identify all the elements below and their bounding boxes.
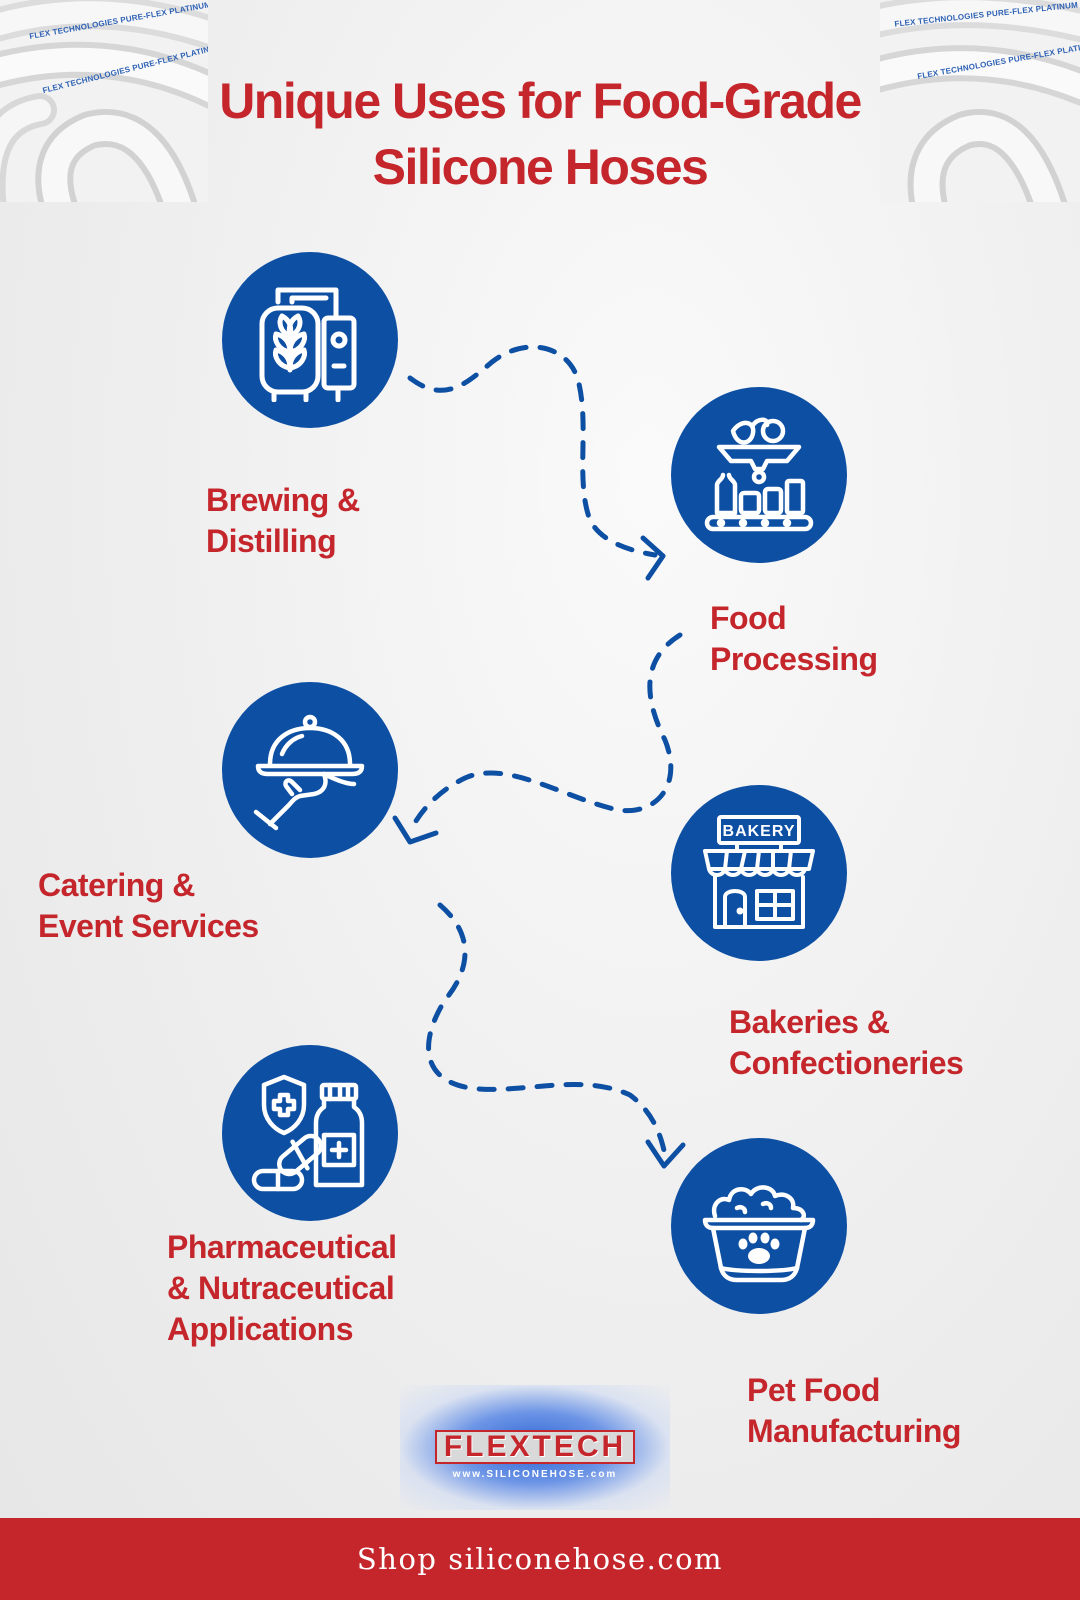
hose-coil-icon (0, 0, 208, 202)
use-label-line: Pet Food (747, 1372, 880, 1408)
food-processing-conveyor-icon (704, 417, 814, 532)
cloche-tray-icon (253, 714, 365, 831)
use-label-line: Manufacturing (747, 1413, 961, 1449)
bakery-sign-text: BAKERY (723, 823, 796, 840)
use-label-food-processing: Food Processing (710, 598, 878, 680)
use-icon-circle-bakery: BAKERY (671, 785, 847, 961)
brewing-tank-icon (259, 287, 357, 402)
connector-arrowhead (640, 535, 666, 581)
use-label-line: Processing (710, 641, 878, 677)
connector-path (426, 902, 668, 1158)
connector-arrowhead (392, 815, 439, 845)
use-label-pet-food: Pet Food Manufacturing (747, 1370, 961, 1452)
pet-food-bowl-icon (702, 1185, 816, 1283)
use-label-line: Bakeries & (729, 1004, 890, 1040)
footer-banner[interactable]: Shop siliconehose.com (0, 1518, 1080, 1600)
hose-photo-right: FLEX TECHNOLOGIES PURE-FLEX PLATINUM FLE… (880, 0, 1080, 202)
medicine-bottle-icon (251, 1074, 365, 1192)
connector-path (407, 632, 683, 835)
flextech-logo-url: www.SILICONEHOSE.com (452, 1469, 618, 1480)
use-label-line: Catering & (38, 867, 195, 903)
use-label-pharmaceutical: Pharmaceutical & Nutraceutical Applicati… (167, 1227, 397, 1350)
connector-arrowhead (645, 1139, 686, 1169)
use-icon-circle-food-processing (671, 387, 847, 563)
page-title-line: Silicone Hoses (372, 139, 709, 195)
use-label-line: Applications (167, 1311, 354, 1347)
use-icon-circle-pet-food (671, 1138, 847, 1314)
use-label-line: Pharmaceutical (167, 1229, 397, 1265)
bakery-storefront-icon: BAKERY (703, 815, 815, 929)
shop-link[interactable]: Shop siliconehose.com (356, 1542, 724, 1576)
use-label-catering: Catering & Event Services (38, 865, 259, 947)
use-icon-circle-pharmaceutical (222, 1045, 398, 1221)
use-label-line: & Nutraceutical (167, 1270, 395, 1306)
use-label-brewing: Brewing & Distilling (206, 480, 360, 562)
page-title-line: Unique Uses for Food-Grade (219, 73, 862, 129)
flextech-logo-wordmark: FLEXTECH (435, 1430, 635, 1464)
page-title: Unique Uses for Food-Grade Silicone Hose… (0, 68, 1080, 200)
use-label-line: Distilling (206, 523, 337, 559)
use-label-line: Food (710, 600, 787, 636)
use-icon-circle-brewing (222, 252, 398, 428)
use-icon-circle-catering (222, 682, 398, 858)
use-label-line: Event Services (38, 908, 259, 944)
use-label-bakery: Bakeries & Confectioneries (729, 1002, 964, 1084)
use-label-line: Brewing & (206, 482, 360, 518)
hose-coil-icon (880, 0, 1080, 202)
use-label-line: Confectioneries (729, 1045, 964, 1081)
connector-path (407, 344, 658, 558)
flextech-logo: FLEXTECH www.SILICONEHOSE.com (400, 1385, 670, 1510)
hose-photo-left: FLEX TECHNOLOGIES PURE-FLEX PLATINUM FLE… (0, 0, 208, 202)
